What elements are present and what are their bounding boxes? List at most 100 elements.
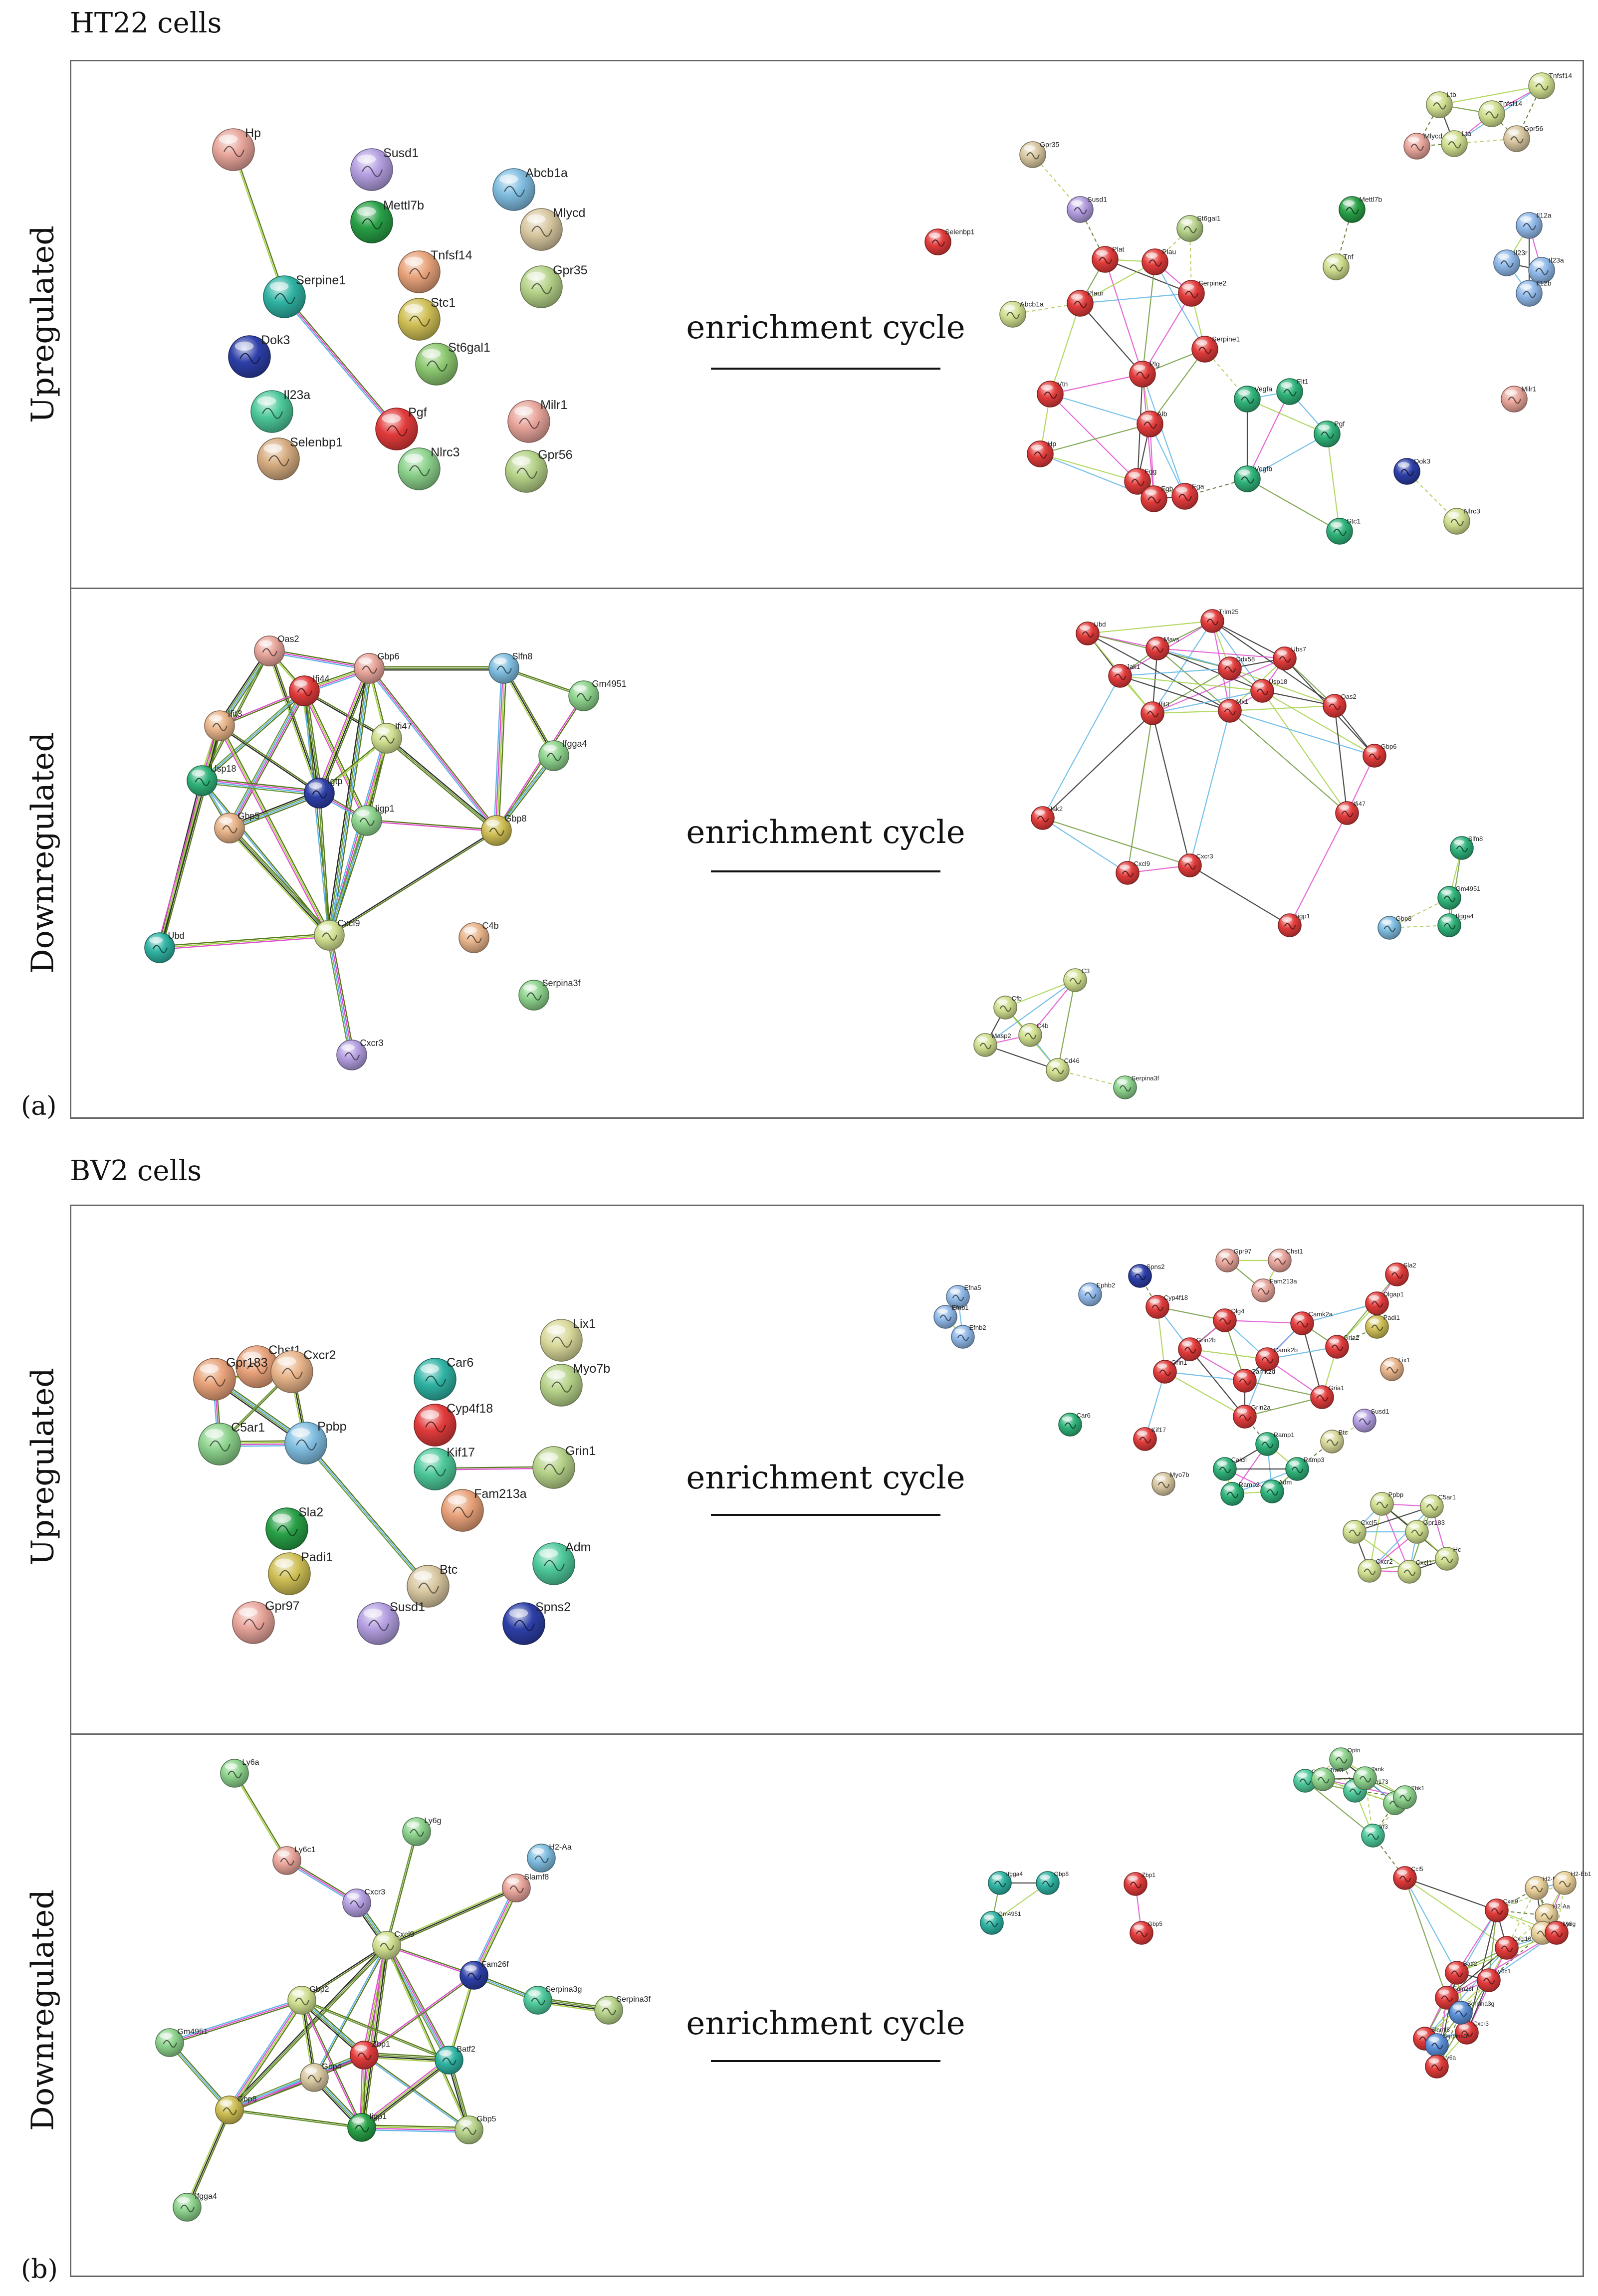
interaction-edge [364,2057,449,2063]
protein-node-highlight [404,453,424,463]
protein-node-gbp6: Gbp6 [354,651,400,684]
protein-label: Batf2 [457,2045,475,2054]
protein-node-camk2b: Camk2b [1255,1346,1298,1371]
interaction-edge [1189,865,1290,926]
protein-structure-glyph [1136,372,1150,379]
interaction-edge [303,691,387,740]
protein-node-il23a: Il23a [250,388,310,433]
protein-node-ifi47: Ifi47 [371,721,412,754]
interaction-edge [1057,1069,1126,1088]
protein-node-highlight [291,1428,310,1438]
protein-node-highlight [1396,1789,1407,1794]
interaction-edge [326,737,385,935]
protein-structure-glyph [368,1620,390,1631]
protein-label: Cxcr3 [1196,852,1213,860]
protein-label: Sla2 [1403,1261,1416,1269]
protein-structure-glyph [1485,111,1499,119]
protein-label: Serpina3f [616,1995,651,2004]
protein-structure-glyph [1299,1778,1312,1785]
protein-structure-glyph [453,1506,474,1518]
protein-node-highlight [404,304,424,314]
protein-structure-glyph [1510,136,1524,144]
panel-b-up-label: Upregulated [24,1368,61,1565]
protein-node-gpr97: Gpr97 [1215,1248,1252,1272]
interaction-edge [229,2108,362,2127]
protein-node-highlight [1505,390,1517,396]
protein-node-highlight [1324,1433,1335,1439]
protein-node-cxcr2: Cxcr2 [1358,1558,1393,1583]
protein-node-highlight [1430,95,1442,101]
interaction-edge [1105,258,1192,294]
interaction-edge [1229,710,1348,814]
ht22-down-enrichment-network: UbdTrim25MavsUbs7Ddx58Jak1Usp18Gm4951Oas… [973,608,1483,1099]
ht22-down-string-network: Oas2Gbp6Ifi44Slfn8Gm4951Ifit3Ifi47Ifgga4… [144,634,627,1070]
protein-structure-glyph [1386,1367,1398,1374]
interaction-edge [1189,1349,1245,1417]
interaction-edge [229,2077,315,2111]
interaction-edge [1120,675,1230,712]
protein-node-highlight [257,396,276,406]
protein-label: Cd46 [1064,1057,1080,1064]
protein-node-highlight [1507,129,1520,135]
protein-node-adm: Adm [532,1540,591,1585]
protein-node-fga: Fga [1171,482,1204,510]
protein-node-highlight [304,2067,317,2074]
protein-structure-glyph [1147,496,1161,504]
protein-node-highlight [1339,805,1350,810]
protein-node-chst1: Chst1 [1268,1248,1303,1272]
protein-node-gpr97: Gpr97 [232,1599,300,1644]
protein-label: Usp18 [1269,678,1288,685]
protein-label: Cfb [1012,995,1022,1002]
protein-node-highlight [292,1990,305,1997]
protein-node-serpine1: Serpine1 [1191,335,1240,363]
protein-label: Padi1 [1383,1314,1400,1321]
protein-structure-glyph [1219,1466,1231,1473]
protein-node-spns2: Spns2 [1128,1263,1165,1288]
interaction-edge [1042,818,1128,873]
protein-structure-glyph [1341,811,1354,818]
protein-label: Vtn [1057,380,1068,388]
protein-node-highlight [1144,705,1155,710]
protein-label: St6gal1 [448,341,490,355]
protein-node-ubd: Ubd [1076,621,1106,645]
protein-structure-glyph [1024,1033,1037,1040]
protein-label: Gpr97 [1234,1248,1252,1255]
protein-structure-glyph [466,935,482,943]
protein-node-c5ar1: C5ar1 [198,1421,265,1465]
protein-node-sla2: Sla2 [1385,1261,1416,1286]
protein-label: Oas2 [1341,693,1357,700]
interaction-edge [159,933,329,947]
protein-node-highlight [1488,1902,1499,1907]
protein-node-cxcl5: Cxcl5 [1343,1519,1377,1544]
protein-structure-glyph [1034,451,1048,459]
interaction-edge [160,726,221,948]
protein-label: Fgb [1161,484,1173,492]
protein-structure-glyph [1383,925,1396,932]
protein-node-highlight [523,984,537,991]
protein-structure-glyph [1335,1757,1348,1764]
protein-node-highlight [1327,257,1339,263]
protein-node-susd1: Susd1 [1353,1408,1389,1433]
interaction-edge [202,781,319,795]
protein-node-il12b: Il12b [1516,279,1552,307]
protein-node-highlight [1441,889,1452,895]
panel-a-title: HT22 cells [70,7,222,39]
protein-structure-glyph [551,1336,573,1348]
protein-node-iigp1: Iigp1 [351,804,395,836]
interaction-edge [985,980,1076,1045]
interaction-edge [229,827,331,935]
protein-label: Gpr97 [265,1599,299,1613]
interaction-edge [386,1887,517,1946]
protein-node-highlight [1259,1436,1270,1441]
protein-structure-glyph [418,1582,440,1594]
protein-label: Gpr183 [226,1356,267,1370]
protein-node-highlight [359,657,372,664]
protein-structure-glyph [296,1439,317,1451]
interaction-edge [362,1945,388,2128]
protein-node-ppbp: Ppbp [1370,1491,1403,1516]
interaction-edge [218,726,329,937]
interaction-edge [1247,391,1290,479]
protein-node-lix1: Lix1 [1380,1356,1410,1381]
protein-node-hp: Hp [212,126,261,171]
protein-label: Cxcl5 [1361,1519,1377,1526]
